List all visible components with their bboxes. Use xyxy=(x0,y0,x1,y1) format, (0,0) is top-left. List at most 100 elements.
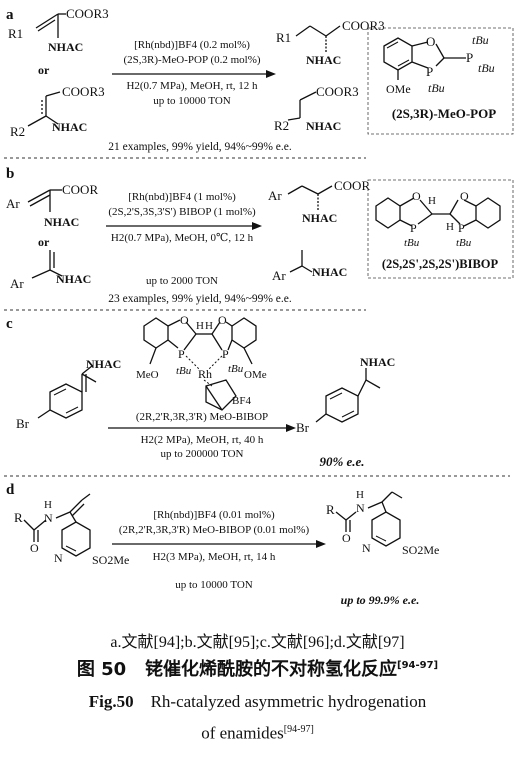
svg-text:NHAC: NHAC xyxy=(86,357,121,371)
reaction-scheme: a R1 COOR3 NHAC or COOR3 R2 NHAC [Rh(nbd… xyxy=(4,6,514,607)
svg-text:P: P xyxy=(178,347,185,361)
svg-text:OMe: OMe xyxy=(244,369,267,381)
svg-text:tBu: tBu xyxy=(404,237,420,249)
svg-text:R2: R2 xyxy=(274,118,289,133)
panel-b-reagent-1: [Rh(nbd)]BF4 (1 mol%) xyxy=(128,191,236,203)
svg-text:N: N xyxy=(356,501,365,515)
svg-text:H: H xyxy=(196,320,204,332)
panel-b-product-2: Ar NHAC xyxy=(272,250,347,283)
panel-a-amide-1: NHAC xyxy=(48,40,83,54)
svg-text:O: O xyxy=(460,189,469,203)
panel-c-catalyst: O O H H P P tBu tBu Rh MeO OMe BF4 xyxy=(136,313,267,411)
caption-sources: a.文献[94];b.文献[95];c.文献[96];d.文献[97] xyxy=(0,628,515,652)
svg-text:NHAC: NHAC xyxy=(44,215,79,229)
caption-cn-ref: [94-97] xyxy=(397,660,439,671)
svg-text:COOR: COOR xyxy=(62,182,98,197)
svg-text:H: H xyxy=(44,499,52,511)
svg-text:NHAC: NHAC xyxy=(302,211,337,225)
svg-text:H: H xyxy=(428,195,436,207)
svg-text:O: O xyxy=(30,541,39,555)
caption-cn-text: 铑催化烯酰胺的不对称氢化反应 xyxy=(145,659,397,680)
svg-text:Rh: Rh xyxy=(198,367,212,381)
panel-b-ton: up to 2000 TON xyxy=(146,275,218,287)
panel-c-product: NHAC Br xyxy=(296,355,395,435)
svg-text:O: O xyxy=(218,313,227,327)
caption-en-ref: [94-97] xyxy=(283,724,314,735)
panel-a-amide-2: NHAC xyxy=(52,120,87,134)
caption-en-label: Fig.50 xyxy=(88,692,134,711)
panel-a-ligand-name: (2S,3R)-MeO-POP xyxy=(392,106,496,121)
panel-d-substrate: R O N H N SO2Me xyxy=(14,493,129,567)
panel-a-substrate-1: R1 COOR3 NHAC or xyxy=(8,6,109,77)
svg-text:SO2Me: SO2Me xyxy=(92,553,129,567)
svg-text:Br: Br xyxy=(296,420,310,435)
svg-text:P: P xyxy=(466,50,473,65)
svg-text:or: or xyxy=(38,235,50,249)
svg-text:tBu: tBu xyxy=(428,81,445,95)
svg-text:COOR3: COOR3 xyxy=(316,84,359,99)
panel-a-conditions: H2(0.7 MPa), MeOH, rt, 12 h xyxy=(126,80,258,92)
svg-text:N: N xyxy=(44,511,53,525)
panel-a-product-1: R1 COOR3 NHAC xyxy=(276,18,385,67)
svg-text:P: P xyxy=(458,221,465,235)
svg-text:P: P xyxy=(426,64,433,79)
svg-text:R: R xyxy=(14,510,23,525)
panel-a-product-2: COOR3 R2 NHAC xyxy=(274,84,359,133)
panel-c-label: c xyxy=(6,316,13,332)
svg-text:tBu: tBu xyxy=(228,363,244,375)
panel-a-reagent-1: [Rh(nbd)]BF4 (0.2 mol%) xyxy=(134,39,250,51)
caption-cn-label: 图 50 xyxy=(76,659,127,680)
panel-d-ton: up to 10000 TON xyxy=(175,579,253,591)
svg-text:NHAC: NHAC xyxy=(306,119,341,133)
panel-a-r2: R2 xyxy=(10,124,25,139)
svg-text:H: H xyxy=(356,489,364,501)
svg-text:R1: R1 xyxy=(276,30,291,45)
panel-a-ton: up to 10000 TON xyxy=(153,95,231,107)
panel-d-label: d xyxy=(6,482,15,498)
svg-text:H: H xyxy=(446,221,454,233)
panel-d-reagent-2: (2R,2'R,3R,3'R) MeO-BIBOP (0.01 mol%) xyxy=(119,524,310,536)
svg-text:COOR3: COOR3 xyxy=(342,18,385,33)
svg-text:SO2Me: SO2Me xyxy=(402,543,439,557)
panel-a-ligand: O P P tBu tBu tBu OMe xyxy=(383,33,495,96)
svg-text:COOR: COOR xyxy=(334,178,370,193)
panel-a-r1: R1 xyxy=(8,26,23,41)
panel-d-product: R O N H N SO2Me xyxy=(326,489,439,557)
caption-sources-text: a.文献[94];b.文献[95];c.文献[96];d.文献[97] xyxy=(110,634,405,651)
panel-a-reagent-2: (2S,3R)-MeO-POP (0.2 mol%) xyxy=(123,54,260,66)
svg-text:Br: Br xyxy=(16,416,30,431)
svg-text:BF4: BF4 xyxy=(232,395,251,407)
svg-text:O: O xyxy=(426,34,435,49)
panel-d-reagent-1: [Rh(nbd)]BF4 (0.01 mol%) xyxy=(153,509,275,521)
svg-text:MeO: MeO xyxy=(136,369,159,381)
svg-text:OMe: OMe xyxy=(386,82,411,96)
svg-text:tBu: tBu xyxy=(176,365,192,377)
svg-text:R: R xyxy=(326,502,335,517)
svg-text:N: N xyxy=(54,551,63,565)
panel-b-product-1: Ar COOR NHAC xyxy=(268,178,370,225)
panel-b-conditions: H2(0.7 MPa), MeOH, 0℃, 12 h xyxy=(111,232,254,244)
panel-b-ligand: O O P P H H tBu tBu xyxy=(375,189,501,249)
panel-c-ton: up to 200000 TON xyxy=(160,448,243,460)
panel-a-ester-2: COOR3 xyxy=(62,84,105,99)
panel-b-summary: 23 examples, 99% yield, 94%~99% e.e. xyxy=(108,293,292,305)
panel-a-ester-1: COOR3 xyxy=(66,6,109,21)
caption-en-text-2: of enamides xyxy=(201,723,284,743)
svg-text:NHAC: NHAC xyxy=(306,53,341,67)
panel-c-ee: 90% e.e. xyxy=(319,454,364,469)
panel-d-conditions: H2(3 MPa), MeOH, rt, 14 h xyxy=(153,551,276,563)
svg-text:NHAC: NHAC xyxy=(360,355,395,369)
svg-text:H: H xyxy=(205,320,213,332)
panel-d-ee: up to 99.9% e.e. xyxy=(341,593,420,607)
svg-text:O: O xyxy=(342,531,351,545)
panel-b-reagent-2: (2S,2'S,3S,3'S') BIBOP (1 mol%) xyxy=(108,206,256,218)
svg-text:tBu: tBu xyxy=(472,33,489,47)
panel-b-substrate-2: Ar NHAC xyxy=(10,250,91,291)
panel-a-summary: 21 examples, 99% yield, 94%~99% e.e. xyxy=(108,141,292,153)
svg-text:tBu: tBu xyxy=(478,61,495,75)
svg-text:P: P xyxy=(410,221,417,235)
svg-text:O: O xyxy=(180,313,189,327)
svg-text:N: N xyxy=(362,541,371,555)
panel-b-substrate-1: Ar COOR NHAC or xyxy=(6,182,98,249)
svg-text:NHAC: NHAC xyxy=(56,272,91,286)
